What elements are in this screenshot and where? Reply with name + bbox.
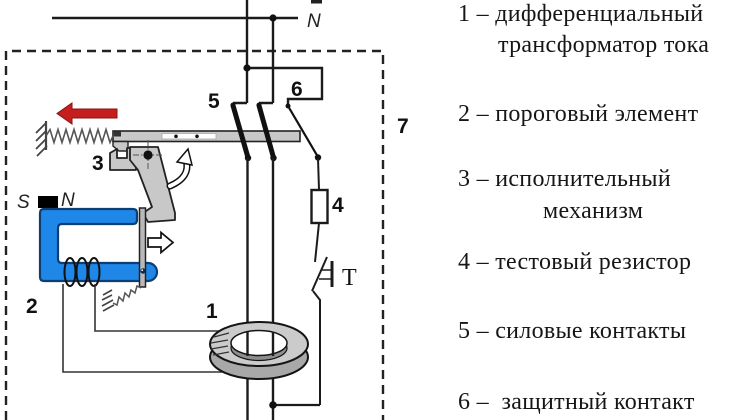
armature-hinge xyxy=(140,268,146,274)
release-spring xyxy=(45,126,114,146)
load-conductors xyxy=(246,158,275,420)
hinge-highlight xyxy=(141,269,144,272)
label-4: 4 xyxy=(332,194,344,217)
trip-direction-arrow-icon xyxy=(56,102,118,125)
armature-motion-arrow-icon xyxy=(147,230,175,255)
secondary-winding-wires xyxy=(62,284,235,373)
lever-pivot xyxy=(143,150,153,160)
cropped-label-fragment xyxy=(311,0,322,4)
neutral-line-label: N xyxy=(307,11,321,32)
label-6: 6 xyxy=(291,78,303,101)
protective-contact-blade xyxy=(287,105,319,158)
test-resistor xyxy=(310,188,329,225)
neutral-contact-blade xyxy=(256,103,276,160)
legend-item-1-line-2: трансформатор тока xyxy=(498,32,710,58)
release-spring-anchor xyxy=(35,121,114,157)
device-boundary-dashed-box xyxy=(4,49,385,420)
supply-lines xyxy=(52,0,324,106)
protective-contact xyxy=(285,103,322,161)
coil-turns xyxy=(63,257,101,287)
rcd-schematic: N 5 6 7 4 3 2 1 S N T xyxy=(4,0,409,420)
legend-item-2: 2 – пороговый элемент xyxy=(458,101,699,127)
legend-item-1-line-1: 1 – дифференциальный xyxy=(458,1,704,27)
legend-item-5: 5 – силовые контакты xyxy=(458,318,687,344)
test-branch xyxy=(310,157,334,405)
differential-transformer xyxy=(209,321,309,380)
legend-item-3-line-2: механизм xyxy=(543,198,644,224)
label-5: 5 xyxy=(208,90,220,113)
legend-item-6: 6 – защитный контакт xyxy=(458,389,695,415)
magnetic-core xyxy=(38,207,159,283)
legend-item-4: 4 – тестовый резистор xyxy=(458,249,692,275)
label-2: 2 xyxy=(26,295,38,318)
label-1: 1 xyxy=(206,300,218,323)
threshold-element xyxy=(38,196,159,287)
legend-item-3-line-1: 3 – исполнительный xyxy=(458,166,671,192)
actuator-lever xyxy=(109,146,176,223)
protective-branch-wire xyxy=(247,66,324,106)
junction-dot xyxy=(269,401,277,409)
label-3: 3 xyxy=(92,152,104,175)
core-laminations xyxy=(210,332,230,356)
label-7: 7 xyxy=(397,115,409,138)
armature-plate xyxy=(138,207,147,288)
rotation-arrow-icon xyxy=(166,147,194,190)
test-button-label: T xyxy=(342,265,357,291)
permanent-magnet xyxy=(38,196,58,208)
magnet-north-label: N xyxy=(61,190,75,211)
phase-contact-blade xyxy=(230,103,251,160)
junction-dot xyxy=(243,64,251,72)
legend-panel: 1 – дифференциальный трансформатор тока … xyxy=(450,0,744,420)
armature-return-spring xyxy=(101,284,142,312)
conductors-through-core xyxy=(246,332,275,356)
test-button-blade xyxy=(311,256,328,292)
magnet-south-label: S xyxy=(17,192,30,213)
junction-dot xyxy=(269,14,277,22)
